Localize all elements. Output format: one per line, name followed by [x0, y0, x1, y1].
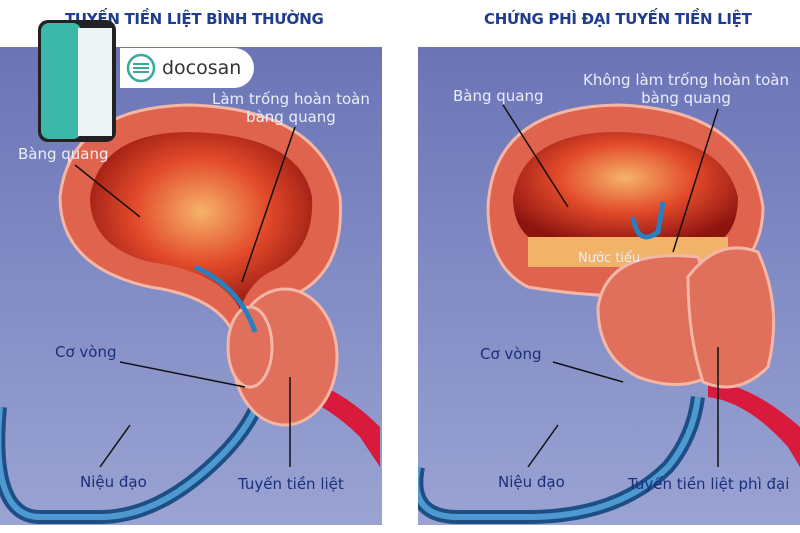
urethra [418, 396, 705, 524]
left-title: TUYẾN TIỀN LIỆT BÌNH THƯỜNG [65, 10, 324, 28]
label-urine: Nước tiểu [578, 251, 641, 266]
phone-mockup [38, 20, 116, 142]
label-line: bàng quang [641, 89, 731, 107]
label-complete-emptying: Làm trống hoàn toàn bàng quang [212, 90, 370, 126]
label-line: bàng quang [246, 108, 336, 126]
label-bladder: Bàng quang [18, 145, 109, 163]
docosan-logo-icon [126, 53, 156, 83]
bladder [90, 132, 313, 309]
flow-arrow [630, 201, 666, 240]
normal-prostate-illustration [0, 103, 380, 524]
bph-panel: Bàng quang Không làm trống hoàn toàn bàn… [418, 47, 800, 525]
label-urethra: Niệu đạo [80, 473, 147, 491]
urethra [0, 375, 272, 524]
label-enlarged-prostate: Tuyến tiền liệt phì đại [628, 475, 790, 493]
bph-illustration [418, 103, 800, 524]
label-sphincter: Cơ vòng [480, 345, 542, 363]
label-prostate: Tuyến tiền liệt [238, 475, 344, 493]
right-title: CHỨNG PHÌ ĐẠI TUYẾN TIỀN LIỆT [484, 10, 752, 28]
docosan-watermark: docosan [120, 48, 254, 88]
label-incomplete-emptying: Không làm trống hoàn toàn bàng quang [583, 71, 789, 107]
label-urethra: Niệu đạo [498, 473, 565, 491]
label-sphincter: Cơ vòng [55, 343, 117, 361]
flow-arrow [193, 264, 258, 333]
label-bladder: Bàng quang [453, 87, 544, 105]
bladder [513, 132, 738, 247]
brand-name: docosan [162, 57, 242, 79]
label-line: Làm trống hoàn toàn [212, 90, 370, 108]
label-line: Không làm trống hoàn toàn [583, 71, 789, 89]
normal-prostate-panel: Bàng quang Làm trống hoàn toàn bàng quan… [0, 47, 382, 525]
